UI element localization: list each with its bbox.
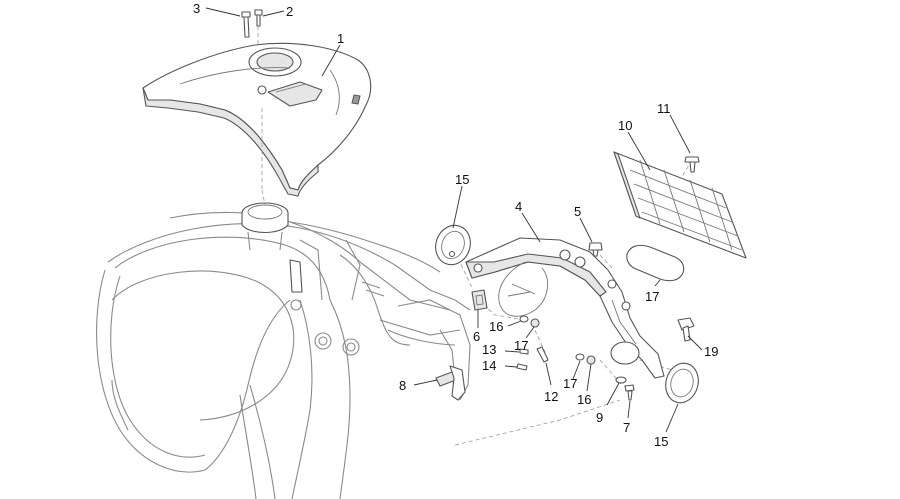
part-clip-6 — [471, 289, 488, 311]
part-screw-7 — [615, 376, 635, 401]
callouts: 3 2 1 11 10 15 4 5 17 16 6 17 13 19 14 1… — [193, 1, 718, 449]
scooter-frame — [96, 202, 471, 499]
part-screw-5 — [588, 242, 603, 257]
part-reflector-right — [665, 362, 699, 404]
part-washers-nuts — [519, 315, 596, 365]
callout-10: 10 — [618, 118, 632, 133]
callout-13: 13 — [482, 342, 496, 357]
callout-14: 14 — [482, 358, 496, 373]
callout-3: 3 — [193, 1, 200, 16]
callout-1: 1 — [337, 31, 344, 46]
part-plate-holder — [465, 237, 665, 379]
part-reflector-left — [435, 224, 471, 266]
part-bolt-and-screw — [241, 9, 263, 38]
callout-9: 9 — [596, 410, 603, 425]
callout-8: 8 — [399, 378, 406, 393]
callout-12: 12 — [544, 389, 558, 404]
callout-16-left: 16 — [489, 319, 503, 334]
callout-4: 4 — [515, 199, 522, 214]
callout-18: 17 — [645, 289, 659, 304]
callout-6: 6 — [473, 329, 480, 344]
callout-16-right: 16 — [577, 392, 591, 407]
callout-2: 2 — [286, 4, 293, 19]
callout-7: 7 — [623, 420, 630, 435]
part-plate-screw — [684, 156, 700, 173]
callout-5: 5 — [574, 204, 581, 219]
part-screw-19 — [677, 317, 695, 342]
part-rear-carrier — [142, 42, 372, 197]
callout-19: 19 — [704, 344, 718, 359]
part-clip-8 — [435, 365, 466, 401]
callout-11: 11 — [657, 101, 671, 116]
callout-15-left: 15 — [455, 172, 469, 187]
part-small-pins — [516, 346, 549, 371]
callout-15-right: 15 — [654, 434, 668, 449]
part-license-plate — [613, 151, 747, 259]
callout-17-left: 17 — [514, 338, 528, 353]
part-rubber-pad — [626, 244, 685, 282]
callout-17-right: 17 — [563, 376, 577, 391]
leader-lines — [205, 7, 703, 433]
